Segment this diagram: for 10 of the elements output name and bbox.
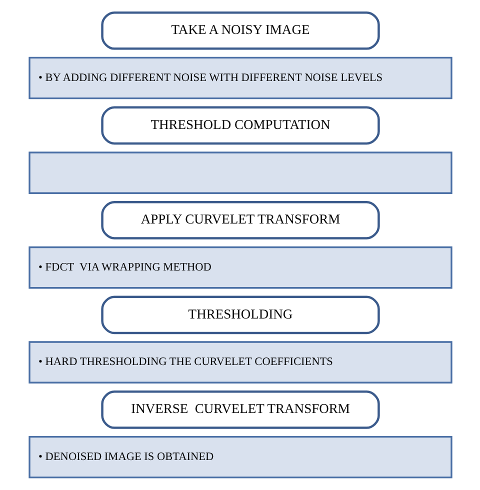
node-box: • HARD THRESHOLDING THE CURVELET COEFFICIENTS [28, 341, 452, 384]
node-box: INVERSE CURVELET TRANSFORM [100, 390, 380, 429]
node-box: • BY ADDING DIFFERENT NOISE WITH DIFFERENT NOISE LEVELS [28, 56, 452, 100]
node-box: • DENOISED IMAGE IS OBTAINED [28, 436, 452, 478]
node-box: APPLY CURVELET TRANSFORM [100, 201, 380, 240]
node-box: TAKE A NOISY IMAGE [100, 11, 380, 50]
node-box: THRESHOLD COMPUTATION [100, 106, 380, 145]
node-box: THRESHOLDING [100, 296, 380, 334]
node-band [28, 152, 452, 194]
node-box: • FDCT VIA WRAPPING METHOD [28, 246, 452, 289]
